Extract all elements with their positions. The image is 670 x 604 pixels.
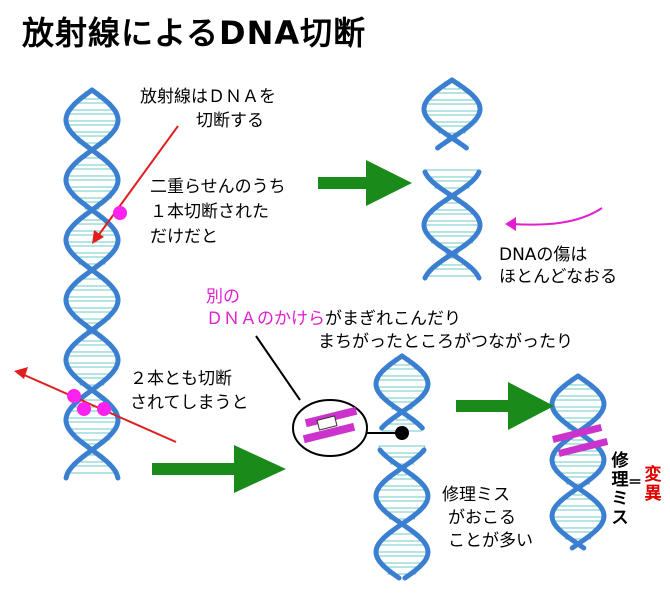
base-pair: [68, 169, 116, 176]
base-pair: [558, 389, 599, 396]
base-pair: [66, 114, 117, 121]
label-repair-errors-line2: がおこる: [448, 507, 516, 529]
label-fragment-line1: 別の: [206, 286, 240, 308]
base-pair: [424, 104, 480, 111]
base-pair: [69, 246, 115, 253]
base-pair: [68, 290, 117, 297]
base-pair: [379, 501, 426, 508]
base-pair: [377, 545, 428, 552]
helix-single-break: [424, 80, 480, 278]
base-pair: [69, 367, 114, 374]
break-point: [113, 206, 127, 220]
base-pair: [379, 446, 425, 453]
helix-misrepaired: [552, 376, 608, 548]
base-pair: [71, 345, 113, 352]
base-pair: [427, 214, 478, 221]
repair-arrow: [505, 208, 602, 231]
base-pair: [556, 411, 600, 418]
label-mutation-vertical: 変異: [643, 466, 663, 504]
label-fragment-prefix: 別の: [206, 287, 240, 307]
base-pair: [555, 466, 601, 473]
base-pair: [382, 369, 423, 376]
base-pair: [429, 269, 475, 276]
base-pair: [70, 466, 114, 473]
label-double-strand-line1: ２本とも切断: [130, 368, 232, 390]
label-single-strand-line3: だけだと: [150, 226, 218, 248]
break-point: [77, 402, 91, 416]
base-pair: [66, 180, 117, 187]
label-misjoin: まちがったところがつながったり: [318, 331, 573, 353]
base-pair: [66, 356, 118, 363]
base-pair: [431, 93, 474, 100]
base-pair: [66, 235, 118, 242]
label-repair-errors-line1: 修理ミス: [442, 484, 510, 506]
base-pair: [376, 380, 428, 387]
label-equals: ＝: [628, 472, 642, 492]
green-arrow-right: [456, 382, 554, 430]
green-arrow-top: [318, 160, 412, 206]
base-pair: [380, 391, 424, 398]
label-fragment-rest: がまぎれこんだり: [325, 309, 461, 329]
base-pair: [552, 510, 603, 517]
base-pair: [73, 103, 112, 110]
base-pair: [424, 225, 479, 232]
label-misrepair-vertical: 修理ミス: [610, 452, 630, 528]
helix-intact: [66, 90, 118, 478]
label-radiation-cuts-line2: 切断する: [196, 110, 264, 132]
base-pair: [425, 170, 478, 177]
break-point: [67, 389, 81, 403]
base-pair: [68, 125, 116, 132]
label-repair-ok-line1: DNAの傷は: [499, 244, 587, 266]
label-repair-ok-line2: ほとんどなおる: [499, 266, 617, 288]
label-fragment-line2: ＤＮＡのかけらがまぎれこんだり: [206, 308, 461, 330]
base-pair: [552, 400, 604, 407]
break-point: [97, 402, 111, 416]
base-pair: [67, 422, 117, 429]
label-radiation-cuts-line1: 放射線はＤＮＡを: [140, 86, 276, 108]
base-pair: [67, 301, 118, 308]
base-pair: [376, 490, 427, 497]
label-single-strand-line1: 二重らせんのうち: [150, 176, 286, 198]
label-double-strand-line2: されてしまうと: [130, 392, 249, 414]
base-pair: [427, 115, 476, 122]
label-fragment-pink: ＤＮＡのかけら: [206, 309, 325, 329]
green-arrow-bottom: [152, 445, 286, 493]
base-pair: [555, 521, 602, 528]
label-single-strand-line2: １本切断された: [150, 201, 269, 223]
label-repair-errors-line3: ことが多い: [448, 530, 533, 552]
base-pair: [378, 556, 426, 563]
page-title: 放射線によるDNA切断: [22, 8, 366, 54]
helix-double-break: [376, 356, 428, 578]
